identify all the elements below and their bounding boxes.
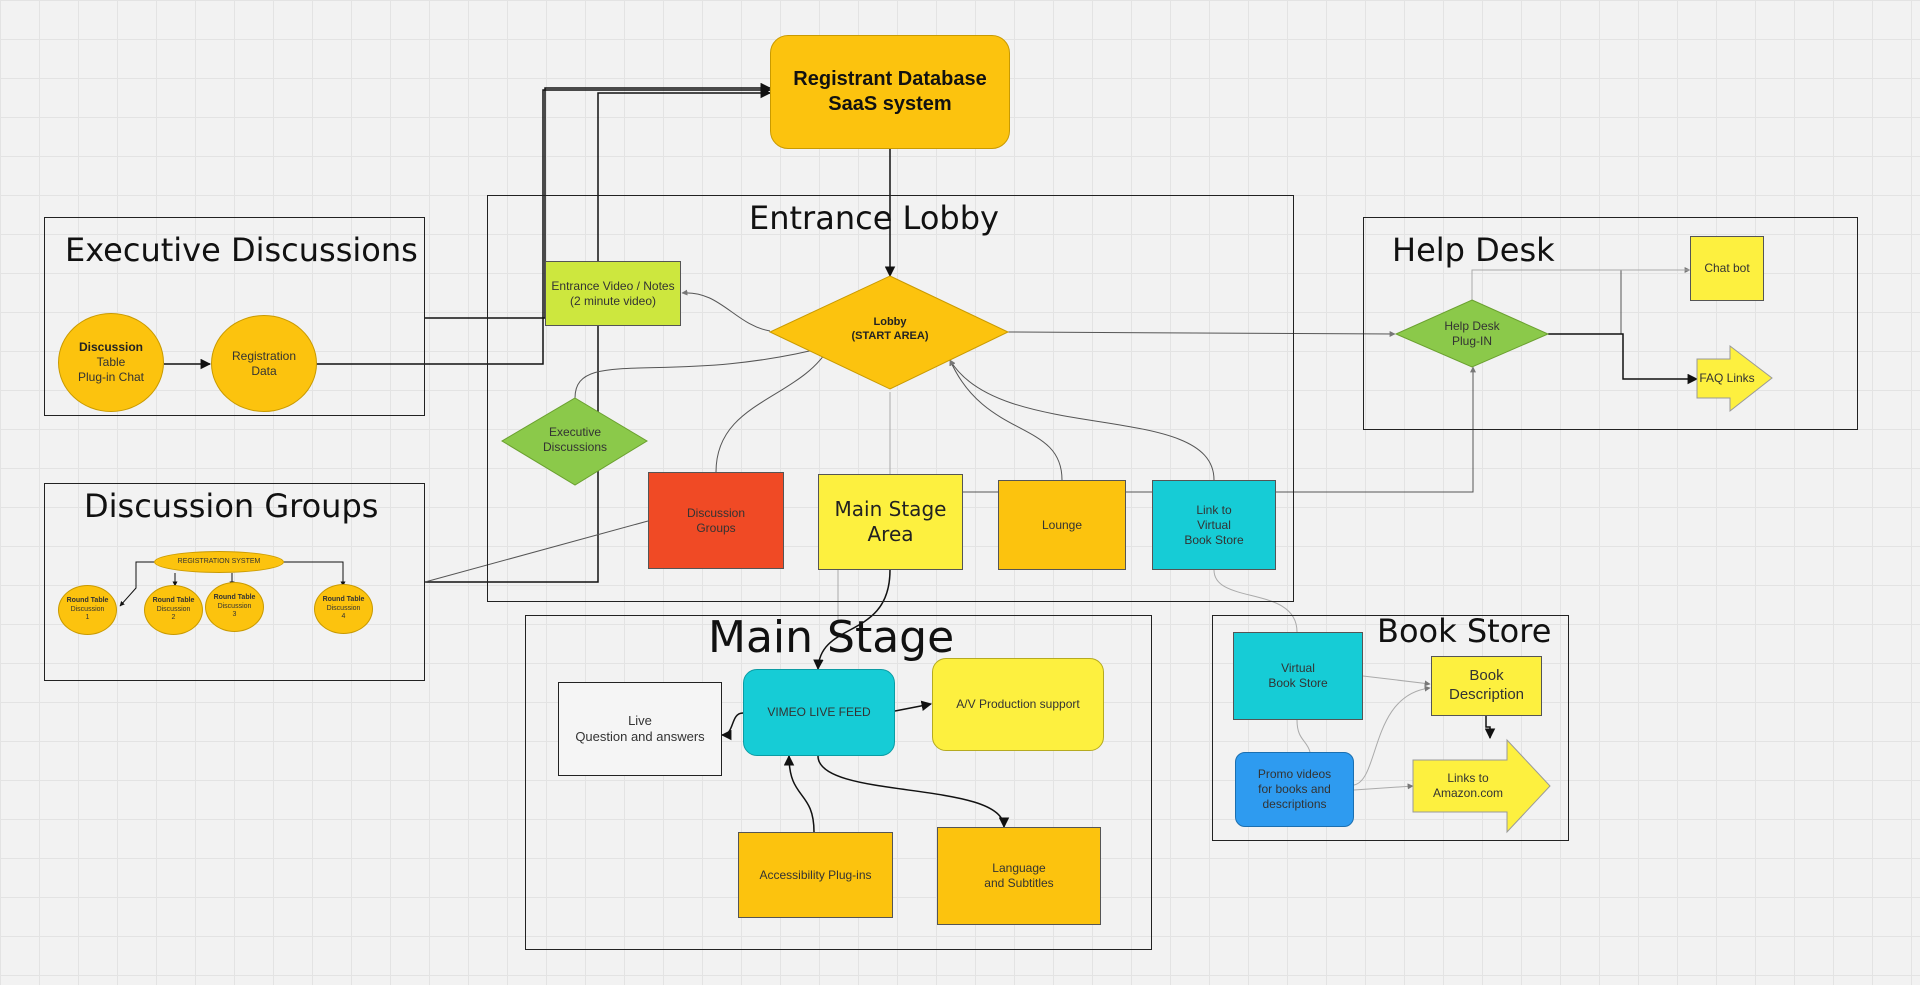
edge-virtual-to-promo [1296, 719, 1311, 753]
edge-helpdesk-faint [1471, 269, 1690, 300]
edge-mainstage-to-vimeo [813, 569, 891, 671]
frame-executive-discussions [44, 217, 425, 416]
lobby-node[interactable]: Lobby (START AREA) [851, 316, 929, 342]
live-qa-node[interactable]: Live Question and answers [558, 682, 722, 776]
edge-promo-to-amazon [1353, 783, 1414, 791]
lounge-node[interactable]: Lounge [998, 480, 1126, 570]
edge-vimeo-to-av [894, 700, 933, 712]
frame-title-bookstore: Book Store [1377, 612, 1552, 650]
language-subtitles-node[interactable]: Language and Subtitles [937, 827, 1101, 925]
virtual-link-node[interactable]: Link to Virtual Book Store [1152, 480, 1276, 570]
av-production-node[interactable]: A/V Production support [932, 658, 1104, 751]
edge-exec-to-registrant [425, 82, 772, 319]
discussion-groups-node[interactable]: Discussion Groups [648, 472, 784, 569]
frame-title-executive: Executive Discussions [65, 231, 418, 269]
round-table-2[interactable]: Round Table Discussion 2 [144, 585, 203, 635]
discussion-table-bold: Discussion [78, 340, 144, 354]
vimeo-live-feed-node[interactable]: VIMEO LIVE FEED [743, 669, 895, 756]
exec-discussions-node[interactable]: Executive Discussions [542, 425, 608, 454]
faq-links-node[interactable]: FAQ Links [1699, 370, 1755, 385]
book-description-node[interactable]: Book Description [1431, 656, 1542, 716]
registration-data-node[interactable]: Registration Data [211, 315, 317, 412]
frame-book-store [1212, 615, 1569, 841]
help-desk-plugin-node[interactable]: Help Desk Plug-IN [1444, 319, 1500, 348]
frame-title-groups: Discussion Groups [84, 487, 379, 525]
registration-system-node[interactable]: REGISTRATION SYSTEM [154, 551, 284, 573]
edge-virtual-link-to-bookstore [1213, 569, 1298, 633]
discussion-table-node[interactable]: Discussion Table Plug-in Chat [58, 313, 164, 412]
edge-helpdesk-to-faq [1548, 333, 1699, 385]
frame-entrance-lobby [487, 195, 1294, 602]
frame-discussion-groups [44, 483, 425, 681]
frame-title-mainstage: Main Stage [708, 612, 955, 663]
accessibility-node[interactable]: Accessibility Plug-ins [738, 832, 893, 918]
chat-bot-node[interactable]: Chat bot [1690, 236, 1764, 301]
frame-help-desk [1363, 217, 1858, 430]
frame-title-lobby: Entrance Lobby [749, 199, 999, 237]
amazon-links-node[interactable]: Links to Amazon.com [1432, 771, 1504, 800]
edge-access-to-vimeo [783, 754, 815, 833]
edge-groups-to-registrant [425, 87, 772, 583]
round-table-3[interactable]: Round Table Discussion 3 [205, 582, 264, 632]
entrance-video-node[interactable]: Entrance Video / Notes (2 minute video) [545, 261, 681, 326]
round-table-4[interactable]: Round Table Discussion 4 [314, 584, 373, 634]
promo-videos-node[interactable]: Promo videos for books and descriptions [1235, 752, 1354, 827]
edge-lobby-to-helpdesk [1007, 330, 1396, 337]
edge-virtual-to-description [1362, 675, 1431, 687]
edge-vimeo-to-language [817, 755, 1010, 829]
edge-regdata-to-registrant [316, 84, 772, 365]
discussion-table-rest: Table Plug-in Chat [77, 355, 145, 384]
edge-vimeo-to-live [720, 712, 744, 741]
round-table-1[interactable]: Round Table Discussion 1 [58, 585, 117, 635]
edge-lobby-to-video [681, 289, 771, 332]
edge-promo-to-description [1353, 685, 1431, 786]
edge-description-to-amazon [1484, 716, 1496, 740]
frame-title-helpdesk: Help Desk [1392, 231, 1555, 269]
frame-main-stage [525, 615, 1152, 950]
virtual-book-store-node[interactable]: Virtual Book Store [1233, 632, 1363, 720]
main-stage-area-node[interactable]: Main Stage Area [818, 474, 963, 570]
registrant-database-node[interactable]: Registrant Database SaaS system [770, 35, 1010, 149]
edge-groups-frame-to-disc-groups [424, 520, 649, 583]
